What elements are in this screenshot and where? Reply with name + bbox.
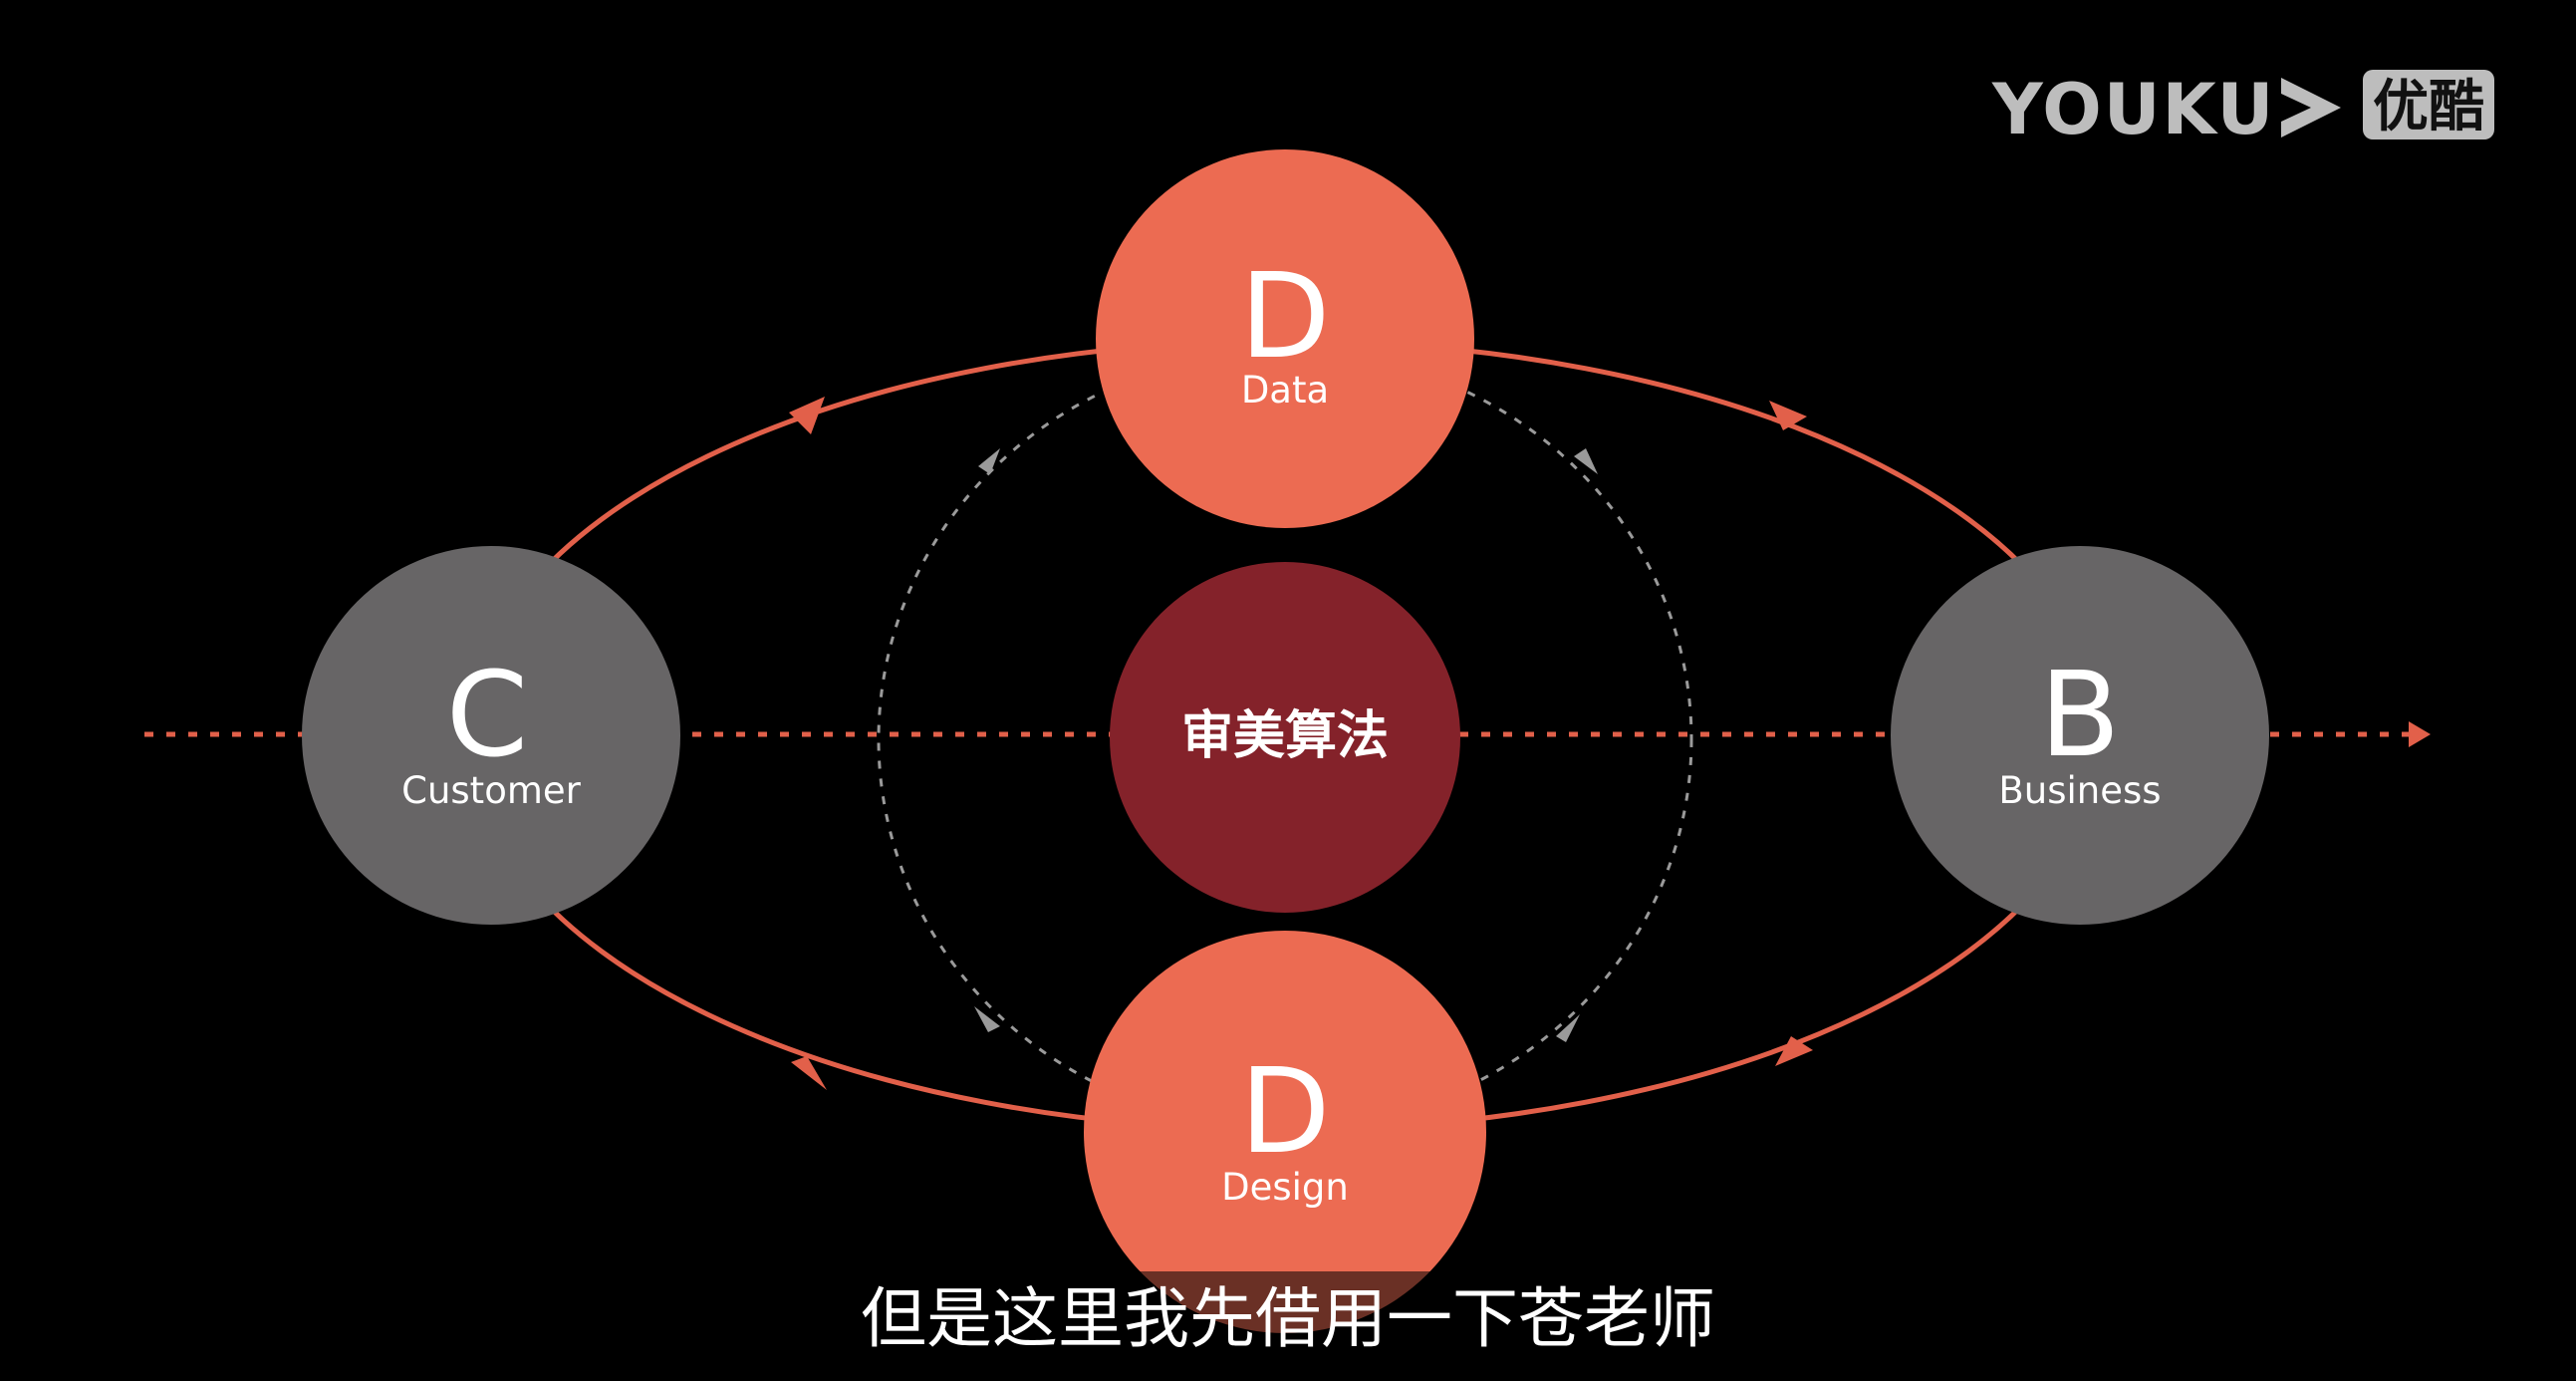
business-label: Business xyxy=(1998,769,2161,812)
data-node: D Data xyxy=(1096,149,1474,528)
inner-arrow-bottom-left-icon xyxy=(974,1006,1000,1032)
design-label: Design xyxy=(1221,1166,1349,1209)
subtitle-band xyxy=(0,1271,2576,1381)
business-letter: B xyxy=(2040,646,2121,783)
inner-arrow-top-right-icon xyxy=(1574,448,1598,474)
outer-arrow-bottom-right-icon xyxy=(1775,1036,1813,1066)
customer-node: C Customer xyxy=(302,546,680,925)
design-circle xyxy=(1084,931,1486,1333)
youku-cn-badge xyxy=(2363,70,2494,139)
data-circle xyxy=(1096,149,1474,528)
outer-arrow-top-left-icon xyxy=(789,397,825,434)
subtitle-text: 但是这里我先借用一下苍老师 xyxy=(861,1280,1715,1357)
data-label: Data xyxy=(1241,369,1329,412)
center-circle xyxy=(1110,562,1460,913)
business-circle xyxy=(1891,546,2269,925)
design-letter: D xyxy=(1240,1042,1331,1180)
business-node: B Business xyxy=(1891,546,2269,925)
customer-label: Customer xyxy=(401,769,582,812)
outer-arrow-top-right-icon xyxy=(1769,401,1807,430)
outer-arrow-bottom-left-icon xyxy=(791,1056,827,1090)
youku-logo: YOUKU 优酷 xyxy=(1991,69,2494,150)
youku-play-icon xyxy=(2281,78,2341,138)
inner-arrow-bottom-right-icon xyxy=(1556,1014,1580,1042)
customer-circle xyxy=(302,546,680,925)
youku-cn-text: 优酷 xyxy=(2373,75,2484,139)
center-node: 审美算法 xyxy=(1110,562,1460,913)
customer-letter: C xyxy=(446,646,528,783)
center-label: 审美算法 xyxy=(1181,706,1389,766)
axis-arrowhead-icon xyxy=(2409,721,2431,747)
youku-wordmark: YOUKU xyxy=(1991,69,2275,150)
data-letter: D xyxy=(1240,247,1331,385)
inner-arrow-top-left-icon xyxy=(978,448,1000,474)
design-node: D Design xyxy=(1084,931,1486,1333)
